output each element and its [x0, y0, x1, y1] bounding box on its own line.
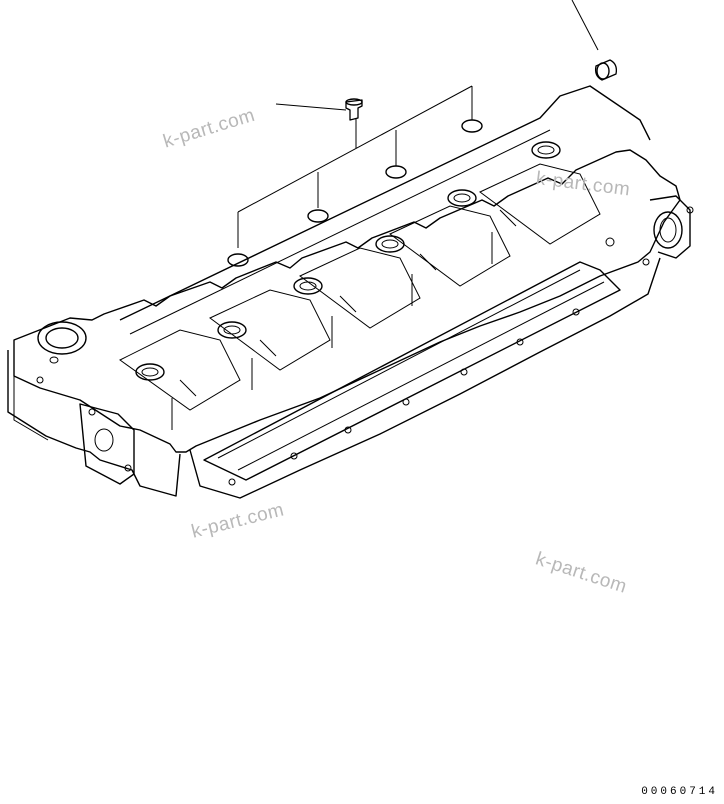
plug-part	[345, 98, 363, 121]
cylinder-head-body	[7, 85, 694, 499]
sealing-cap-part	[594, 59, 618, 81]
drawing-code: 00060714	[641, 786, 718, 798]
leader-lines	[237, 0, 599, 248]
